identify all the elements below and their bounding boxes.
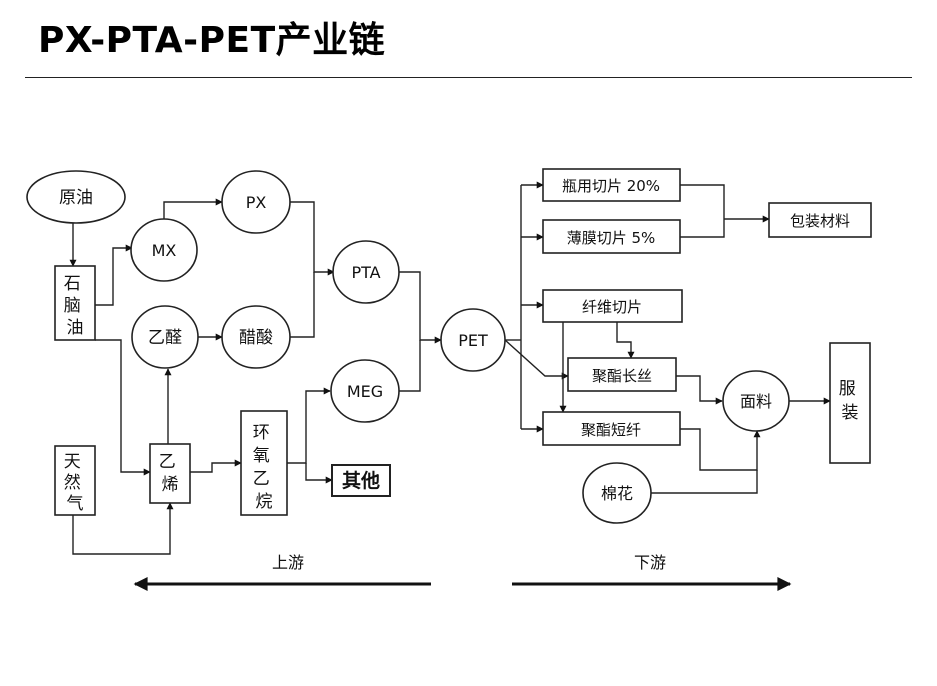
node-polyester-filament: 聚酯长丝 xyxy=(567,357,677,392)
node-acetic-acid: 醋酸 xyxy=(221,305,291,369)
node-pet: PET xyxy=(440,308,506,372)
node-fiber-chip-label: 纤维切片 xyxy=(582,298,642,316)
node-naphtha: 石 脑 油 xyxy=(54,265,96,341)
node-px: PX xyxy=(221,170,291,234)
node-ethylene-oxide-label: 环 氧 乙 烷 xyxy=(253,423,275,512)
page-title: PX-PTA-PET产业链 xyxy=(38,20,386,61)
node-garment: 服 装 xyxy=(829,342,871,464)
node-mx: MX xyxy=(130,218,198,282)
title-divider xyxy=(25,77,912,78)
node-natural-gas-label: 天 然 气 xyxy=(64,452,86,514)
node-others-label: 其他 xyxy=(342,469,380,492)
node-polyester-staple: 聚酯短纤 xyxy=(542,411,681,446)
node-natural-gas: 天 然 气 xyxy=(54,445,96,516)
node-ethylene-oxide: 环 氧 乙 烷 xyxy=(240,410,288,516)
node-film-chip-label: 薄膜切片 5% xyxy=(567,229,656,247)
node-ethylene: 乙 烯 xyxy=(149,443,191,504)
node-acetic-acid-label: 醋酸 xyxy=(239,328,273,348)
node-pta-label: PTA xyxy=(351,263,380,282)
node-ethylene-label: 乙 烯 xyxy=(159,452,181,495)
node-polyester-filament-label: 聚酯长丝 xyxy=(592,367,652,385)
node-fabric-label: 面料 xyxy=(740,392,772,411)
connector-lines xyxy=(69,181,831,555)
upstream-label: 上游 xyxy=(272,553,304,572)
node-packaging-label: 包装材料 xyxy=(790,212,850,230)
node-polyester-staple-label: 聚酯短纤 xyxy=(581,421,641,439)
node-crude-oil: 原油 xyxy=(26,170,126,224)
node-pet-label: PET xyxy=(458,331,488,350)
node-acetaldehyde: 乙醛 xyxy=(131,305,199,369)
node-mx-label: MX xyxy=(152,241,177,260)
downstream-label: 下游 xyxy=(634,553,666,572)
node-px-label: PX xyxy=(246,193,267,212)
node-acetaldehyde-label: 乙醛 xyxy=(148,328,182,348)
node-meg-label: MEG xyxy=(347,382,383,401)
node-cotton: 棉花 xyxy=(582,462,652,524)
node-packaging: 包装材料 xyxy=(768,202,872,238)
node-fiber-chip: 纤维切片 xyxy=(542,289,683,323)
node-others: 其他 xyxy=(331,464,391,497)
node-crude-oil-label: 原油 xyxy=(59,188,93,208)
node-cotton-label: 棉花 xyxy=(601,484,633,503)
node-naphtha-label: 石 脑 油 xyxy=(64,274,86,338)
node-pta: PTA xyxy=(332,240,400,304)
node-bottle-chip-label: 瓶用切片 20% xyxy=(562,177,660,195)
node-film-chip: 薄膜切片 5% xyxy=(542,219,681,254)
node-meg: MEG xyxy=(330,359,400,423)
node-garment-label: 服 装 xyxy=(839,379,861,423)
node-bottle-chip: 瓶用切片 20% xyxy=(542,168,681,202)
node-fabric: 面料 xyxy=(722,370,790,432)
